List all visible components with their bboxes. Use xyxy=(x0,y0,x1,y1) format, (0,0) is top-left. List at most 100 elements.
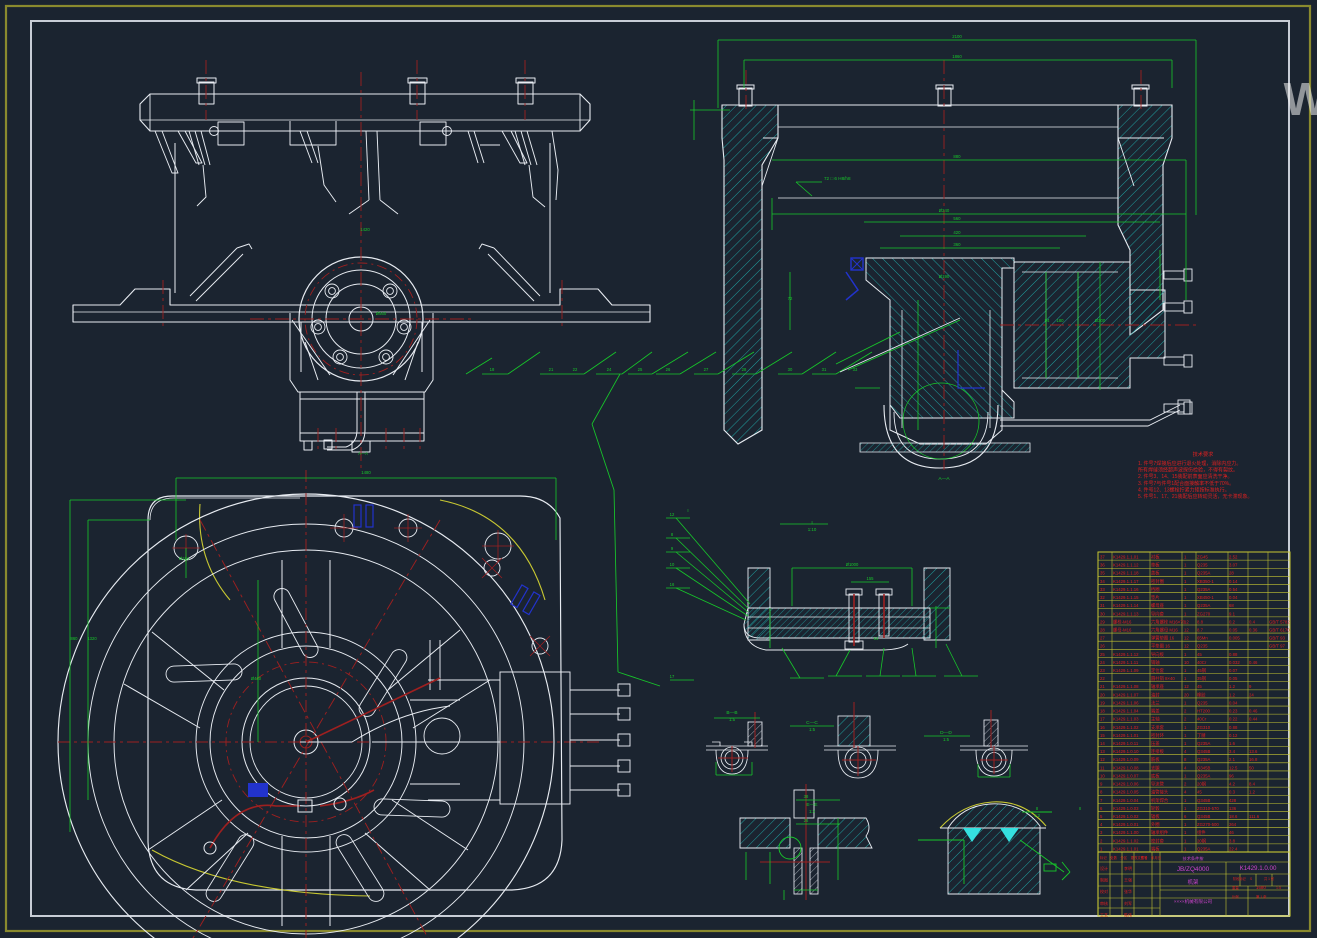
bom-cell-material: 组件 xyxy=(1197,829,1206,836)
bom-cell-name: 垫板 xyxy=(1151,562,1160,569)
bom-cell-qty: 1 xyxy=(1184,741,1187,746)
signature-role: 制图 xyxy=(1100,877,1108,883)
note-item: 所有焊缝须经超声波探伤检验，不得有裂纹。 xyxy=(1138,467,1238,474)
bom-cell-code: K1429.1.1.11 xyxy=(1113,660,1139,665)
bom-cell-code: K1429.1.0.03 xyxy=(1113,806,1139,811)
fit-tolerance-note: 72 □ 6 H8/h8 xyxy=(824,176,851,181)
dimension-value: 420 xyxy=(953,230,961,235)
bom-cell-code: K1429.1.1.15 xyxy=(1113,595,1139,600)
bom-cell-material: Q235A xyxy=(1197,571,1211,576)
dimension-value: 1860 xyxy=(952,54,962,59)
signature-name: 陈伟 xyxy=(1124,911,1132,917)
bom-cell-name: 平垫圈 16 xyxy=(1151,643,1170,650)
bom-cell-code: K1429.1.0.08 xyxy=(1113,765,1139,770)
standard-code: JB/ZQ4000 xyxy=(1177,866,1210,873)
bom-cell-unit-weight: 0.05 xyxy=(1229,676,1238,681)
bom-cell-name: 外圈 xyxy=(1151,821,1160,828)
dimension-value: 180 xyxy=(1056,318,1064,323)
bom-cell-qty: 1 xyxy=(1184,733,1187,738)
view-scale-weld-detail: 1:2 xyxy=(1034,813,1041,818)
bom-cell-qty: 2 xyxy=(1184,782,1187,787)
bom-cell-total-weight: 0.46 xyxy=(1249,709,1258,714)
bom-cell-qty: 1 xyxy=(1184,822,1187,827)
bom-cell-material: Q235A xyxy=(1197,587,1211,592)
bom-cell-code: K1429.1.1.00 xyxy=(1113,830,1139,835)
bom-cell-remark: GB/T 97 xyxy=(1269,644,1286,649)
bom-cell-name: 导向套 xyxy=(1151,610,1165,617)
bom-cell-name: 衬板 xyxy=(1151,554,1160,561)
view-label-detail-section: I xyxy=(811,520,812,526)
leader-number: 12 xyxy=(670,512,675,517)
drawing-number: K1429.1.0.00 xyxy=(1240,865,1277,872)
bom-cell-name: 密封环 xyxy=(1151,732,1165,739)
dimension-value: 2100 xyxy=(952,34,962,39)
technical-notes-block: 技术要求 1. 件号7焊接后应进行退火处理，消除内应力。 所有焊缝须经超声波探伤检… xyxy=(1138,450,1252,500)
bom-cell-code: K1429.1.1.12 xyxy=(1113,652,1139,657)
bom-cell-name: 六角螺母 M16 xyxy=(1151,626,1178,633)
bom-cell-no: 18 xyxy=(1100,709,1105,714)
bom-cell-code: K1429.1.0.06 xyxy=(1113,782,1139,787)
bom-cell-material: 45钢 xyxy=(1197,667,1206,674)
signature-role: 工艺 xyxy=(1100,912,1108,917)
bom-cell-qty: 2 xyxy=(1184,717,1187,722)
bom-cell-code: K1429.1.0.01 xyxy=(1113,822,1139,827)
note-item: 3. 件号7与件号1配合面接触率不低于70%。 xyxy=(1138,480,1234,487)
bom-cell-material: ZG310 xyxy=(1197,725,1211,730)
bom-cell-material: 丁腈 xyxy=(1197,732,1206,739)
bom-cell-unit-weight: 3.4 xyxy=(1229,749,1236,754)
bom-cell-unit-weight: 0.54 xyxy=(1229,587,1238,592)
bom-cell-no: 24 xyxy=(1100,660,1105,665)
bom-cell-material: HT200 xyxy=(1197,709,1211,714)
bom-cell-unit-weight: 3.07 xyxy=(1229,563,1238,568)
bom-cell-unit-weight: 0.14 xyxy=(1229,579,1238,584)
bom-cell-qty: 1 xyxy=(1184,652,1187,657)
leader-number: 8 xyxy=(671,532,674,537)
bom-cell-total-weight: 1.2 xyxy=(1249,790,1256,795)
bom-cell-no: 19 xyxy=(1100,700,1105,705)
signature-role: 设计 xyxy=(1100,865,1108,871)
bom-cell-unit-weight: 0.12 xyxy=(1229,733,1238,738)
bom-cell-material: Q345B xyxy=(1197,749,1211,754)
signature-name: 李明 xyxy=(1124,865,1132,871)
bom-cell-unit-weight: 0.88 xyxy=(1229,725,1238,730)
balloon-callout-row xyxy=(465,319,961,687)
bom-cell-name: 连接板 xyxy=(1151,748,1165,755)
bom-cell-total-weight: 9 xyxy=(1249,684,1252,689)
bom-cell-no: 4 xyxy=(1100,822,1103,827)
bom-cell-code: K1429.1.1.01 xyxy=(1113,733,1139,738)
bom-cell-name: 六角螺栓 M16×70 xyxy=(1151,618,1186,625)
bom-cell-material: Q235 xyxy=(1197,644,1208,649)
dimension-value: 72 xyxy=(788,296,793,301)
bom-cell-no: 28 xyxy=(1100,627,1105,632)
leader-to-section xyxy=(839,317,961,373)
bom-cell-unit-weight: 0.005 xyxy=(1229,636,1240,641)
revision-col: 更改文件号 xyxy=(1131,855,1149,860)
bom-cell-qty: 1 xyxy=(1184,555,1187,560)
dimension-text: 21001860880560420360Ø190Ø240Ø30018094727… xyxy=(71,34,1106,823)
bom-cell-unit-weight: 96 xyxy=(1229,773,1234,778)
bom-cell-name: 轴承组件 xyxy=(1151,829,1169,836)
bom-cell-code: K1429.1.0.05 xyxy=(1113,790,1139,795)
bom-cell-name: 轴承座 xyxy=(1151,683,1165,690)
dimension-value: 860 xyxy=(71,636,79,641)
note-item: 1. 件号7焊接后应进行退火处理，消除内应力。 xyxy=(1138,460,1241,467)
bom-cell-name: 挡圈 xyxy=(1151,586,1160,593)
bom-cell-no: 1 xyxy=(1100,846,1103,851)
notes-heading: 技术要求 xyxy=(1193,450,1215,458)
bom-cell-code: K1429.1.1.18 xyxy=(1113,571,1139,576)
bom-cell-qty: 1 xyxy=(1184,595,1187,600)
bom-cell-qty: 1 xyxy=(1184,579,1187,584)
bom-cell-unit-weight: 1.2 xyxy=(1229,692,1236,697)
signature-role: 审核 xyxy=(1100,900,1108,906)
view-scale-detail-d-d: 1:5 xyxy=(943,737,950,742)
view-label-weld-detail: II xyxy=(1036,806,1039,812)
dimension-value: Ø560 xyxy=(376,311,387,316)
view-front-elevation xyxy=(72,60,651,470)
bom-cell-unit-weight: 46 xyxy=(1229,830,1234,835)
bom-cell-material: 20钢 xyxy=(1197,837,1206,844)
bom-cell-unit-weight: 9.1 xyxy=(1229,611,1236,616)
bom-cell-no: 8 xyxy=(1100,790,1103,795)
bom-cell-qty: 10 xyxy=(1184,660,1189,665)
